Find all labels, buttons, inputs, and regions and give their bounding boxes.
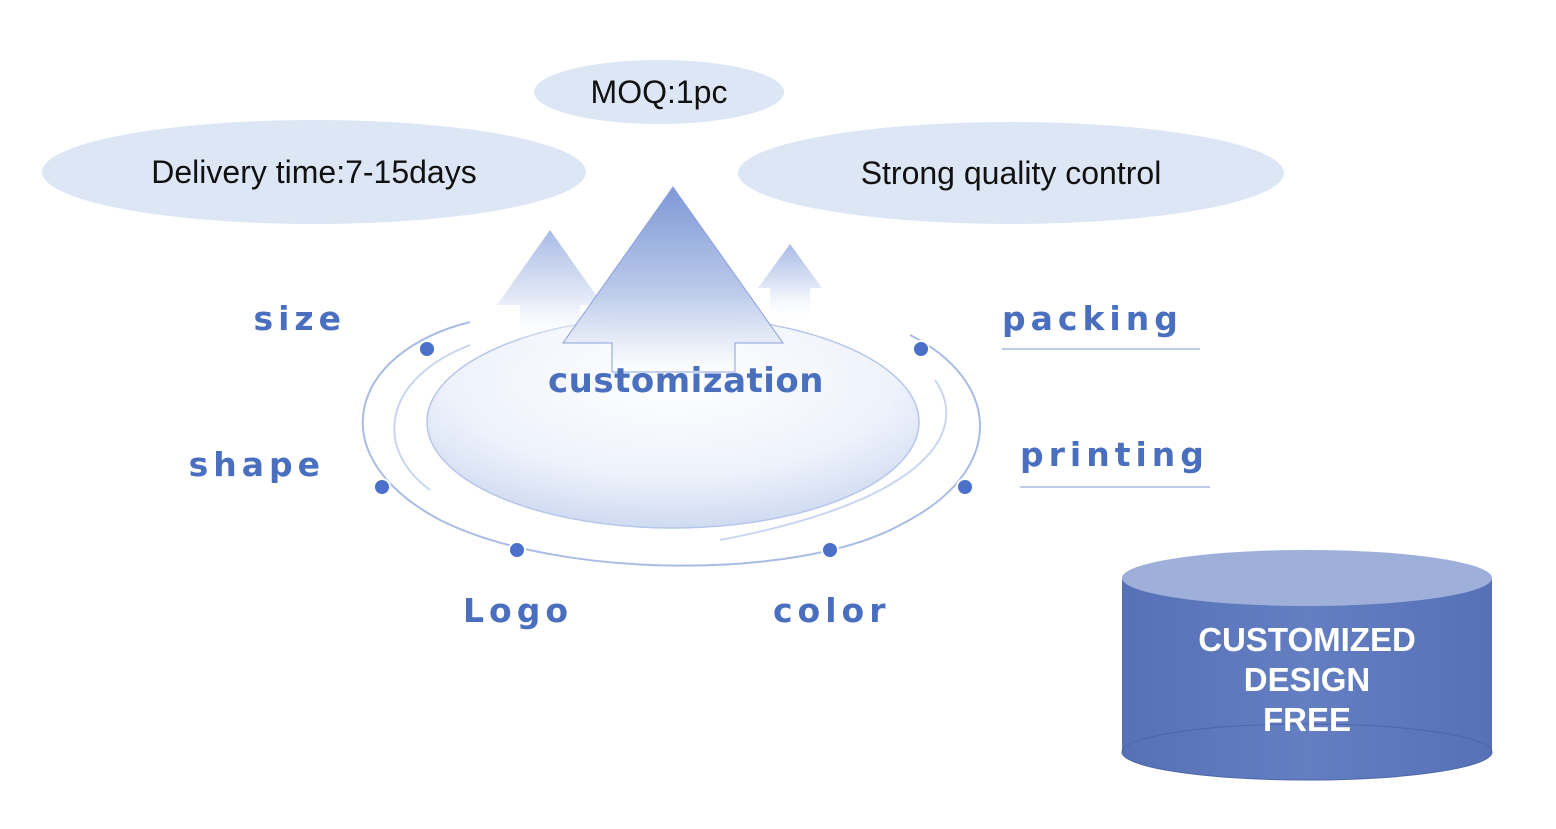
dot-logo: [508, 541, 526, 559]
quality-pill-bg: [738, 122, 1284, 224]
outer-ring: [361, 321, 981, 567]
moq-pill: MOQ:1pc: [534, 60, 784, 124]
small-arrow-right: [758, 244, 822, 320]
option-printing: printing: [1020, 435, 1209, 474]
badge-line-1: CUSTOMIZED: [1198, 621, 1416, 658]
delivery-text: Delivery time:7-15days: [151, 154, 477, 190]
free-design-cylinder: [1121, 550, 1493, 781]
dot-shape: [373, 478, 391, 496]
dot-color: [821, 541, 839, 559]
quality-text: Strong quality control: [860, 154, 1162, 191]
delivery-pill-bg: [42, 120, 586, 224]
small-arrow-left: [497, 230, 603, 345]
dot-size: [418, 340, 436, 358]
option-packing: packing: [1002, 299, 1183, 338]
option-shape: shape: [188, 445, 325, 484]
middle-ring-right: [719, 379, 948, 541]
free-design-badge-text: CUSTOMIZED DESIGN FREE: [1122, 620, 1492, 740]
center-title: customization: [548, 361, 824, 401]
option-logo: Logo: [463, 591, 573, 630]
dot-packing: [912, 340, 930, 358]
badge-line-3: FREE: [1262, 701, 1351, 738]
badge-line-2: DESIGN: [1243, 661, 1371, 698]
option-size: size: [253, 299, 346, 338]
dot-printing: [956, 478, 974, 496]
moq-text: MOQ:1pc: [590, 73, 728, 110]
big-arrow: [562, 186, 784, 373]
middle-ring: [393, 344, 471, 491]
quality-pill: Strong quality control: [738, 122, 1284, 224]
option-color: color: [773, 591, 891, 630]
delivery-pill: Delivery time:7-15days: [42, 121, 586, 224]
moq-pill-bg: [534, 60, 784, 124]
